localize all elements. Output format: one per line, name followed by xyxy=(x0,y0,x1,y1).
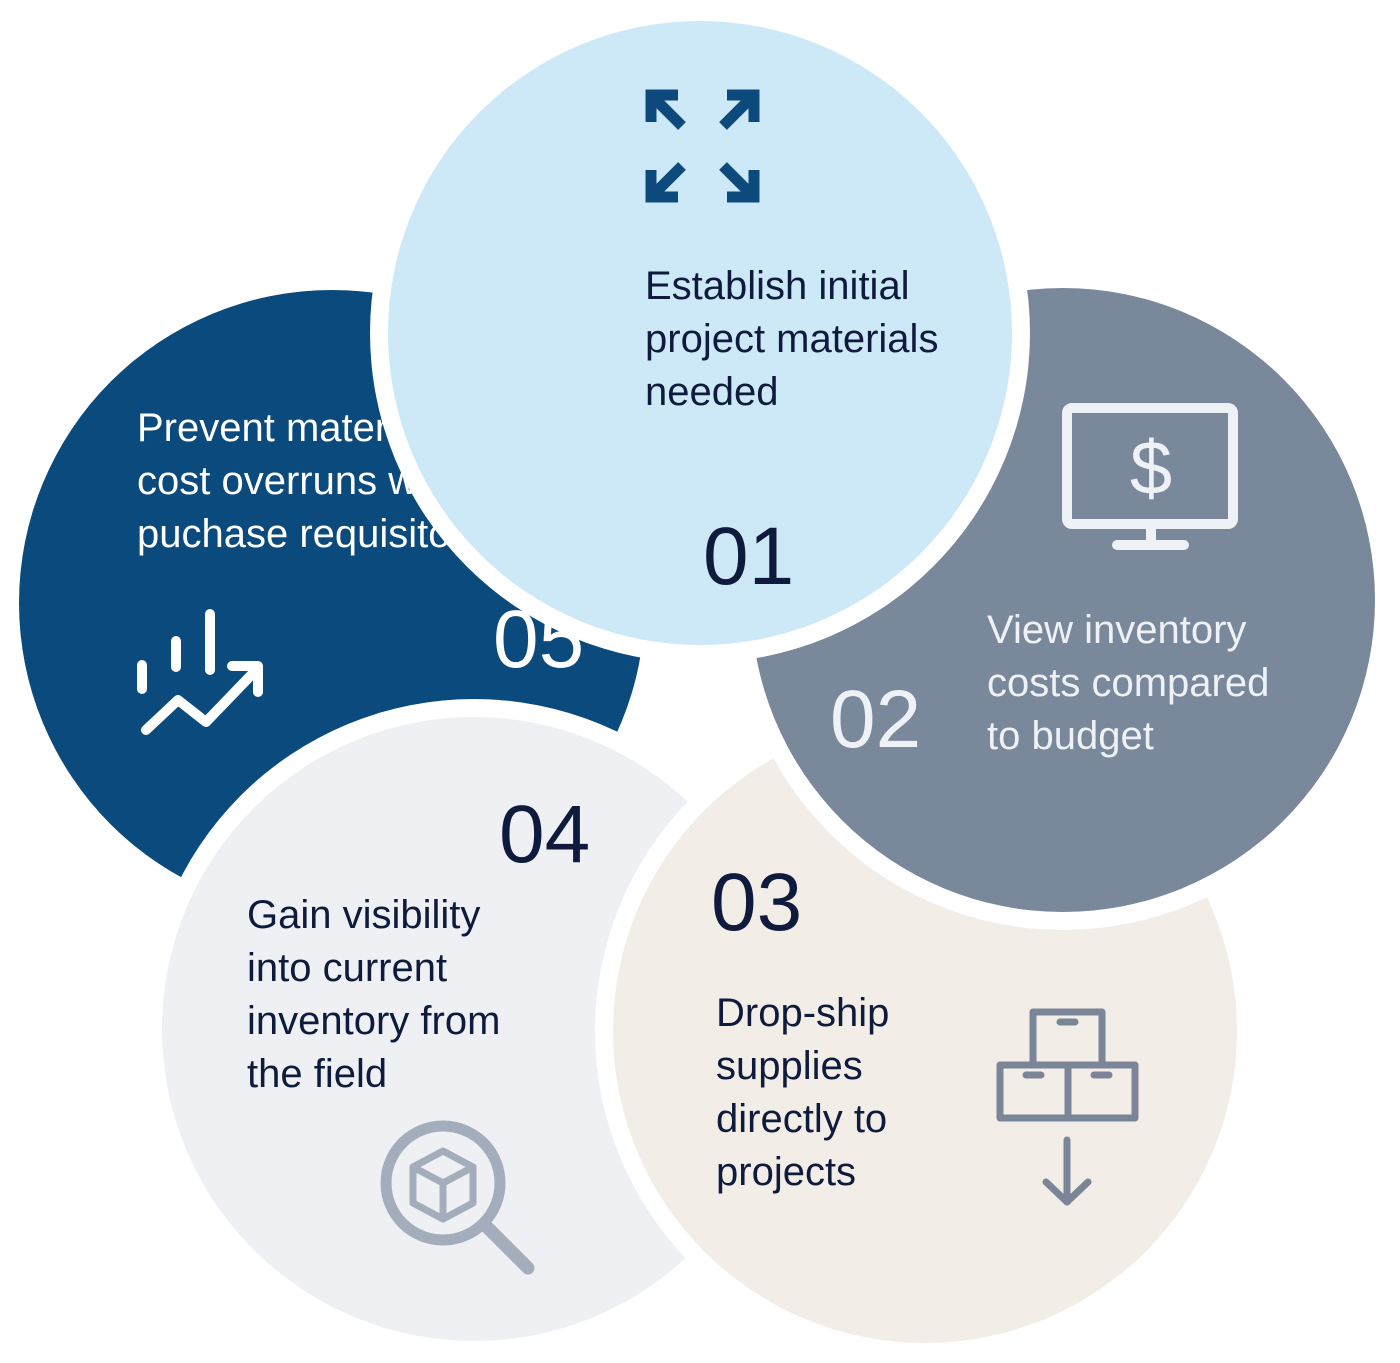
step-01-circle xyxy=(388,21,1012,645)
step-03-label: Drop-ship supplies directly to projects xyxy=(716,991,901,1194)
step-04-line-4: the field xyxy=(247,1052,387,1096)
step-03-line-4: projects xyxy=(716,1150,856,1194)
magnifier-box-icon xyxy=(380,1120,535,1275)
step-03-number: 03 xyxy=(711,857,802,948)
step-04-label: Gain visibility into current inventory f… xyxy=(247,893,512,1096)
step-02-line-3: to budget xyxy=(987,714,1154,758)
step-01-line-1: Establish initial xyxy=(645,264,910,308)
step-02-number: 02 xyxy=(830,674,921,765)
step-01-label: Establish initial project materials need… xyxy=(645,264,950,414)
step-03-line-3: directly to xyxy=(716,1097,887,1141)
step-04-line-2: into current xyxy=(247,946,447,990)
step-04-line-1: Gain visibility xyxy=(247,893,480,937)
svg-text:$: $ xyxy=(1130,426,1172,511)
boxes-down-arrow-icon xyxy=(996,1008,1139,1206)
step-01-number: 01 xyxy=(703,511,794,602)
step-02-line-2: costs compared xyxy=(987,661,1269,705)
dollar-monitor-icon: $ xyxy=(1062,403,1238,550)
step-01: Establish initial project materials need… xyxy=(370,3,1030,663)
step-04-number: 04 xyxy=(499,789,590,880)
step-04-circle xyxy=(162,717,786,1341)
step-03-line-2: supplies xyxy=(716,1044,863,1088)
step-03-line-1: Drop-ship xyxy=(716,991,889,1035)
step-01-line-2: project materials xyxy=(645,317,938,361)
step-02-label: View inventory costs compared to budget xyxy=(987,608,1280,758)
step-02-line-1: View inventory xyxy=(987,608,1246,652)
expand-arrows-icon xyxy=(645,89,760,203)
step-04-line-3: inventory from xyxy=(247,999,500,1043)
step-05-line-1: Prevent material xyxy=(137,406,428,450)
step-01-line-3: needed xyxy=(645,370,778,414)
growth-chart-icon xyxy=(137,609,263,735)
